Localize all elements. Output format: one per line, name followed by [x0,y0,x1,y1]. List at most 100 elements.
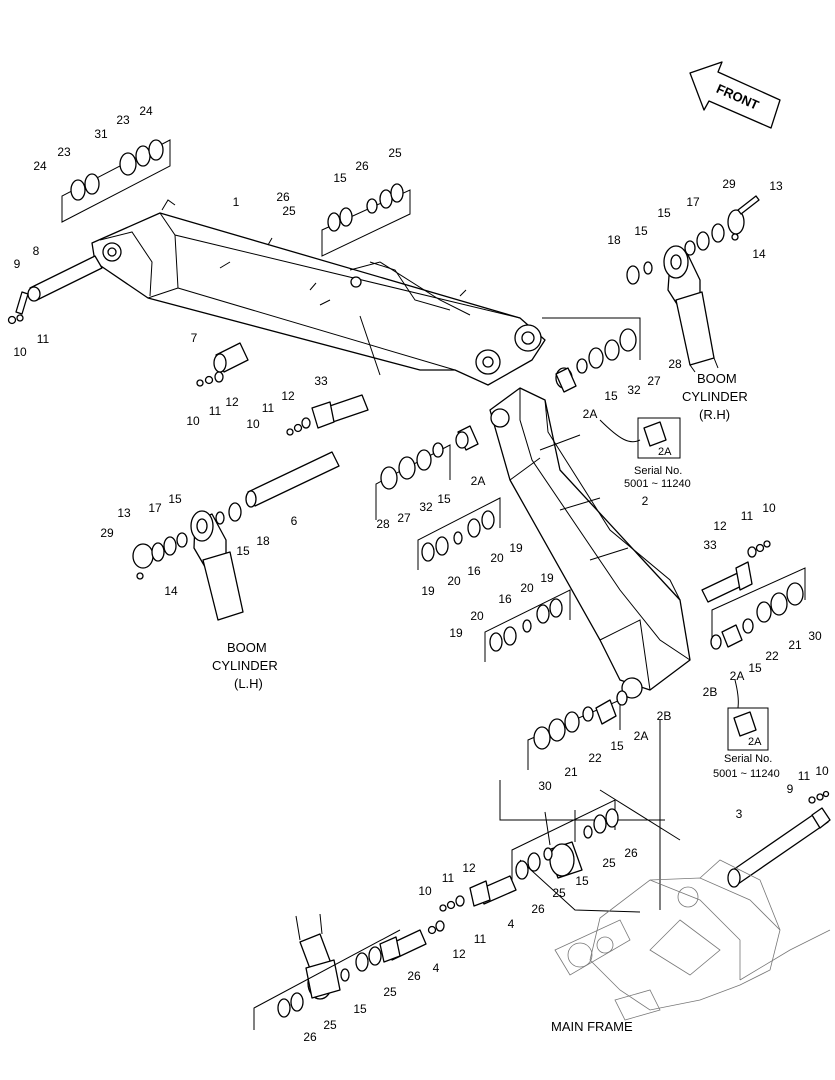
callout-11: 11 [442,871,455,885]
callout-12: 12 [462,861,476,875]
boom-assembly [91,199,546,386]
washer-stack-19-20-upper [417,497,501,570]
callout-14: 14 [164,584,178,598]
washer-stack-top-middle [321,183,411,257]
callout-10: 10 [762,501,776,515]
pin-8 [27,255,103,302]
callout-4: 4 [508,917,515,931]
callout-9: 9 [787,782,794,796]
callout-25: 25 [552,886,566,900]
bushing-2a-left [455,425,479,451]
callout-7: 7 [191,331,198,345]
callout-2: 2 [642,494,649,508]
callout-18: 18 [256,534,270,548]
callout-25: 25 [282,204,296,218]
washer-stack-top-left [61,139,171,223]
callout-15: 15 [657,206,671,220]
serial-box-2-line2: 5001 ~ 11240 [713,768,780,780]
callout-11: 11 [798,769,811,783]
bolt-10-11-left [7,314,24,325]
boom-cylinder-lh [190,510,244,621]
callout-15: 15 [634,224,648,238]
label-boom-cyl-rh-1: BOOM [697,371,737,386]
bolt-10-11-12-d [439,895,465,912]
bolt-11-12-e [427,920,445,935]
pin-3 [727,807,831,888]
callout-16: 16 [467,564,481,578]
washer-stack-lower-left [253,929,401,1030]
cylinder-rh-hardware [684,195,760,256]
pin-4-right [469,875,517,907]
callout-9: 9 [14,257,21,271]
callout-26: 26 [407,969,421,983]
pin-7 [213,342,249,373]
callout-24: 24 [139,104,153,118]
serial-box-1-line1: Serial No. [634,465,682,477]
callout-11: 11 [474,932,487,946]
front-arrow: FRONT [689,61,781,129]
callout-2A: 2A [634,729,649,743]
bolt-10-11-12-c [747,540,771,558]
label-boom-cyl-lh-1: BOOM [227,640,267,655]
pin-33-lower [701,561,753,603]
callout-33: 33 [314,374,328,388]
washer-stack-lower-right [511,799,619,880]
callout-25: 25 [388,146,402,160]
callout-19: 19 [449,626,463,640]
callout-2A: 2A [730,669,745,683]
callout-12: 12 [281,389,295,403]
callout-15: 15 [437,492,451,506]
callout-30: 30 [538,779,552,793]
callout-26: 26 [355,159,369,173]
callout-22: 22 [588,751,602,765]
callout-19: 19 [421,584,435,598]
leader-lines [499,720,681,913]
callout-19: 19 [509,541,523,555]
callout-3: 3 [736,807,743,821]
washer-stack-right-upper [542,317,641,389]
lower-cylinder-left [295,913,341,1000]
callout-8: 8 [33,244,40,258]
callout-17: 17 [148,501,162,515]
callout-11: 11 [37,332,50,346]
callout-29: 29 [722,177,736,191]
ring-15-rh [643,261,653,275]
callout-23: 23 [116,113,130,127]
label-boom-cyl-rh-3: (R.H) [699,407,730,422]
bolt-10-11-12-a [196,371,224,387]
label-boom-cyl-lh-2: CYLINDER [212,658,278,673]
callout-20: 20 [447,574,461,588]
callout-6: 6 [291,514,298,528]
plate-9 [15,291,29,315]
bolt-10-11-12-b [286,417,311,436]
arm-part-2 [489,387,691,699]
callout-26: 26 [276,190,290,204]
washer-stack-19-20-lower [484,589,571,662]
callout-32: 32 [419,500,433,514]
callout-16: 16 [498,592,512,606]
callout-31: 31 [94,127,108,141]
pin-33-upper [311,394,369,429]
callout-21: 21 [788,638,802,652]
callout-32: 32 [627,383,641,397]
callout-2A: 2A [583,407,598,421]
main-frame [554,859,831,1021]
callout-10: 10 [13,345,27,359]
callout-15: 15 [333,171,347,185]
callout-29: 29 [100,526,114,540]
callout-4: 4 [433,961,440,975]
pin-4-left [379,929,427,963]
callout-26: 26 [624,846,638,860]
callout-33: 33 [703,538,717,552]
callout-15: 15 [353,1002,367,1016]
callout-18: 18 [607,233,621,247]
callout-1: 1 [233,195,240,209]
callout-14: 14 [752,247,766,261]
callout-2B: 2B [703,685,718,699]
callout-12: 12 [713,519,727,533]
callout-23: 23 [57,145,71,159]
callout-24: 24 [33,159,47,173]
cylinder-lh-hardware [132,532,188,580]
callout-26: 26 [531,902,545,916]
